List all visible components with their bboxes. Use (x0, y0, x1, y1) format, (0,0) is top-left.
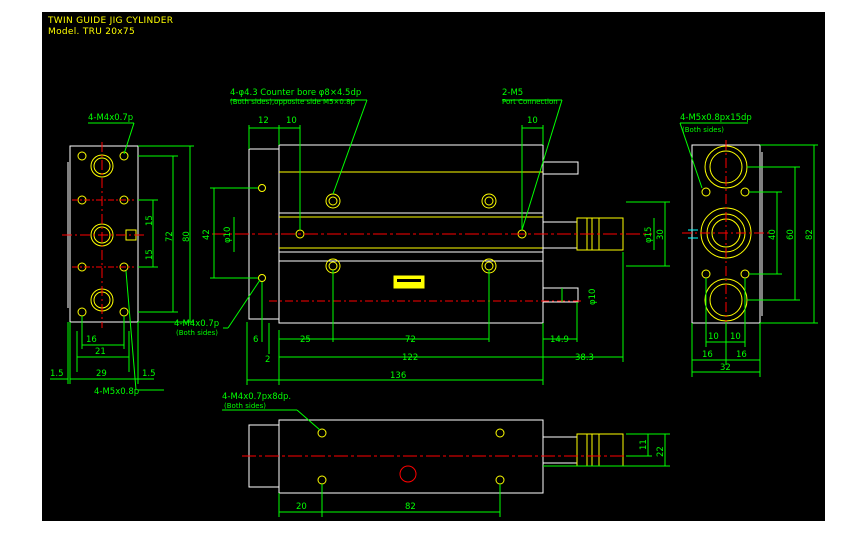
note-bottom-2: (Both sides) (224, 402, 266, 410)
dim-left-21: 21 (95, 347, 106, 357)
dim-front-d10: φ10 (223, 227, 233, 243)
dim-left-15a: 15 (145, 215, 155, 226)
dim-front-25: 25 (300, 335, 311, 345)
front-upper-rod (542, 161, 579, 175)
note-counterbore-1: 4-φ4.3 Counter bore φ8×4.5dp (230, 88, 361, 98)
dim-front-12: 12 (258, 116, 269, 126)
dim-bottom-20: 20 (296, 502, 307, 512)
left-body-outline (69, 145, 139, 323)
dim-left-72: 72 (165, 231, 175, 242)
dim-bottom-11: 11 (639, 439, 649, 450)
dim-left-15b: 15 (145, 249, 155, 260)
note-left-bottom: 4-M5x0.8p (94, 387, 139, 397)
dim-right-32: 32 (720, 363, 731, 373)
left-end-view: 16 21 29 1.5 1.5 4-M4x0.7p 4-M5x0.8p 15 … (50, 113, 194, 397)
dim-front-30: 30 (656, 229, 666, 240)
dim-front-2: 2 (265, 355, 270, 365)
bottom-piston-rod (576, 433, 624, 467)
front-view: 12 10 10 6 2 25 72 122 136 14.9 38.3 42 … (174, 88, 670, 385)
dim-left-29: 29 (96, 369, 107, 379)
drawing-model: Model. TRU 20x75 (48, 27, 135, 37)
note-left-top: 4-M4x0.7p (88, 113, 133, 123)
right-end-view: 10 10 16 16 32 40 60 82 4-M5x0.8px15dp (… (679, 113, 818, 377)
dim-right-10b: 10 (730, 332, 741, 342)
dim-front-14-9: 14.9 (550, 335, 569, 345)
note-side-thread-2: (Both sides) (176, 329, 218, 337)
dim-left-1-5b: 1.5 (142, 369, 156, 379)
dim-left-16: 16 (86, 335, 97, 345)
dim-right-16b: 16 (736, 350, 747, 360)
note-right-top-2: (Both sides) (682, 126, 724, 134)
dim-front-6: 6 (253, 335, 258, 345)
dim-right-40: 40 (768, 229, 778, 240)
front-lower-rod (542, 287, 579, 303)
dim-front-42: 42 (202, 229, 212, 240)
dim-right-16a: 16 (702, 350, 713, 360)
dim-right-60: 60 (786, 229, 796, 240)
front-piston-rod-housing (542, 221, 578, 249)
note-port-2: Port Connection (502, 98, 558, 106)
dim-front-136: 136 (390, 371, 406, 381)
dim-right-82: 82 (805, 229, 815, 240)
note-port-1: 2-M5 (502, 88, 523, 98)
note-bottom-1: 4-M4x0.7px8dp. (222, 392, 291, 402)
dim-bottom-82: 82 (405, 502, 416, 512)
dim-front-10b: 10 (527, 116, 538, 126)
dim-front-122: 122 (402, 353, 418, 363)
dim-left-80: 80 (182, 231, 192, 242)
note-side-thread-1: 4-M4x0.7p (174, 319, 219, 329)
dim-right-10a: 10 (708, 332, 719, 342)
note-counterbore-2: (Both sides),opposite side M5×0.8p (230, 98, 356, 106)
cad-drawing: 16 21 29 1.5 1.5 4-M4x0.7p 4-M5x0.8p 15 … (50, 88, 818, 517)
dim-front-10a: 10 (286, 116, 297, 126)
bottom-view: 20 82 11 22 4-M4x0.7px8dp. (Both sides) (222, 392, 670, 517)
dim-front-38-3: 38.3 (575, 353, 594, 363)
note-right-top-1: 4-M5x0.8px15dp (680, 113, 752, 123)
dim-front-d15: φ15 (644, 227, 654, 243)
drawing-title: TWIN GUIDE JIG CYLINDER (48, 16, 174, 26)
dim-bottom-22: 22 (656, 446, 666, 457)
dim-front-72: 72 (405, 335, 416, 345)
dim-left-1-5a: 1.5 (50, 369, 64, 379)
cad-viewport[interactable]: TWIN GUIDE JIG CYLINDER Model. TRU 20x75 (42, 12, 825, 521)
dim-front-d10b: φ10 (588, 289, 598, 305)
